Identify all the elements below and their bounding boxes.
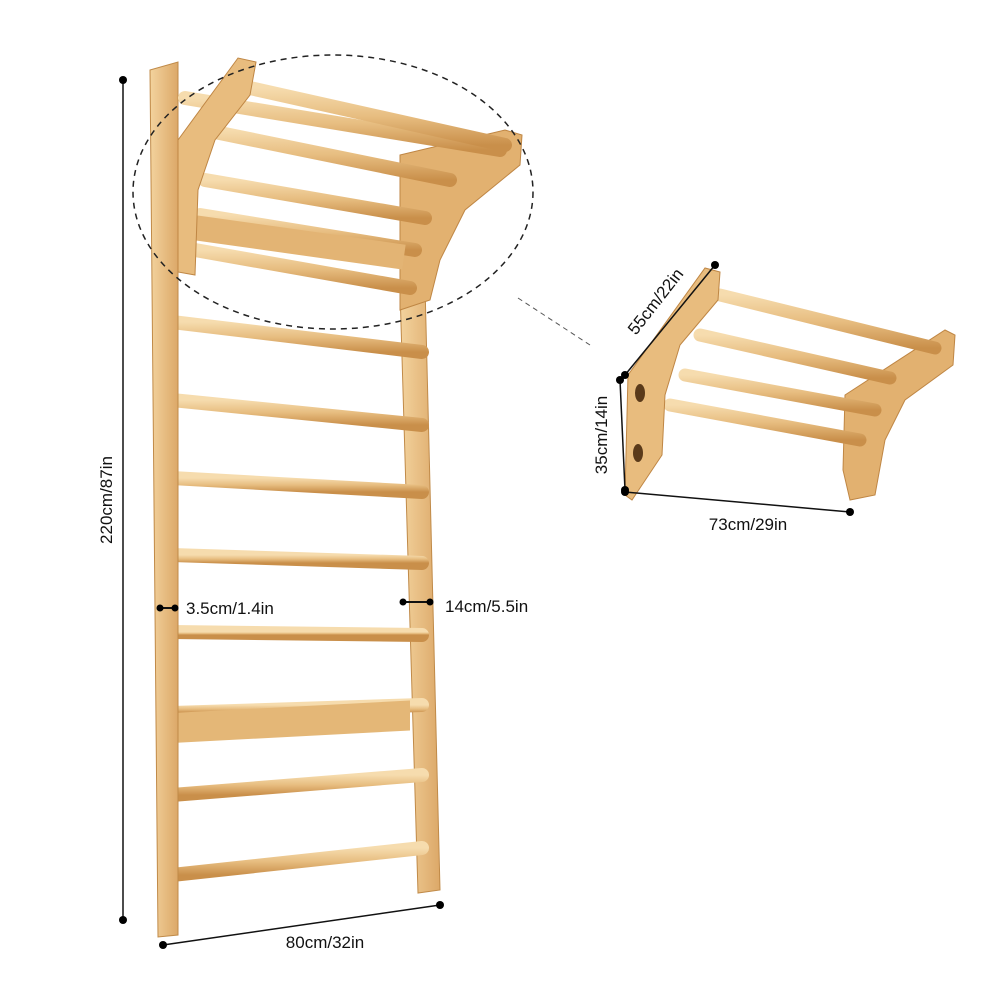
rail-depth-dimension: 14cm/5.5in (399, 597, 528, 616)
rail-depth-label: 14cm/5.5in (445, 597, 528, 616)
ladder-rung (165, 315, 429, 359)
ladder-rung (165, 841, 429, 882)
bar-height-label: 35cm/14in (592, 396, 611, 474)
height-dimension: 220cm/87in (97, 76, 127, 924)
pull-up-bar-detail: 55cm/22in 35cm/14in 73cm/29in (592, 261, 956, 534)
ladder-rung (165, 393, 429, 432)
ladder-rungs (165, 315, 429, 882)
right-rail (399, 284, 441, 894)
left-rail (149, 61, 179, 938)
detail-right-bracket (842, 329, 956, 501)
ladder-rung (165, 548, 429, 570)
main-ladder (149, 61, 441, 938)
ladder-rung (165, 625, 429, 642)
lower-board (170, 700, 410, 744)
detail-callout-circle (132, 54, 534, 330)
width-label: 80cm/32in (286, 933, 364, 952)
width-dimension: 80cm/32in (159, 901, 444, 952)
callout-connector (517, 297, 591, 346)
bar-width-label: 73cm/29in (709, 515, 787, 534)
detail-left-bracket (624, 267, 721, 501)
rung-diameter-dimension: 3.5cm/1.4in (156, 599, 274, 618)
left-bracket (177, 57, 257, 276)
rung-diameter-label: 3.5cm/1.4in (186, 599, 274, 618)
ladder-rung (165, 768, 429, 802)
height-label: 220cm/87in (97, 456, 116, 544)
ladder-rung (165, 471, 429, 499)
pull-up-bar-attachment (177, 57, 523, 311)
